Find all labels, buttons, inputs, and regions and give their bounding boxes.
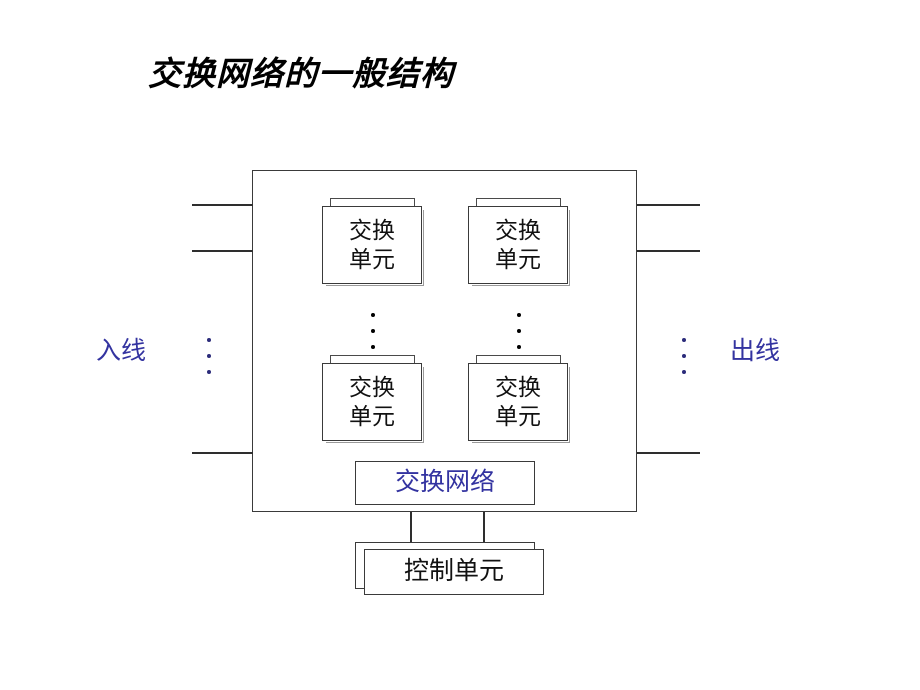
output-line-2	[637, 250, 700, 252]
input-line-2	[192, 250, 253, 252]
switching-network-label: 交换网络	[394, 469, 495, 496]
switch-unit-face: 交换 单元	[322, 206, 424, 286]
output-line-3	[637, 452, 700, 454]
output-lines-label: 出线	[730, 338, 781, 365]
switching-network-frame	[252, 170, 637, 512]
switch-unit-top-right[interactable]: 交换 单元	[468, 198, 570, 286]
switch-unit-bottom-left[interactable]: 交换 单元	[322, 355, 424, 443]
control-unit-box[interactable]: 控制单元	[355, 542, 545, 596]
input-lines-ellipsis-icon	[204, 338, 214, 374]
switch-unit-face: 交换 单元	[468, 206, 570, 286]
switch-unit-face: 交换 单元	[468, 363, 570, 443]
switch-unit-label: 交换 单元	[495, 218, 541, 272]
control-connector-right	[483, 512, 485, 542]
input-lines-label: 入线	[96, 338, 147, 365]
control-unit-label: 控制单元	[403, 558, 504, 585]
switch-unit-column-left-ellipsis-icon	[368, 313, 378, 349]
control-connector-left	[410, 512, 412, 542]
output-lines-ellipsis-icon	[679, 338, 689, 374]
switch-unit-bottom-right[interactable]: 交换 单元	[468, 355, 570, 443]
input-line-1	[192, 204, 253, 206]
switch-unit-face: 交换 单元	[322, 363, 424, 443]
switch-unit-top-left[interactable]: 交换 单元	[322, 198, 424, 286]
input-line-3	[192, 452, 253, 454]
switch-unit-column-right-ellipsis-icon	[514, 313, 524, 349]
control-unit-face: 控制单元	[364, 549, 544, 595]
switch-unit-label: 交换 单元	[495, 375, 541, 429]
switching-network-caption-box[interactable]: 交换网络	[355, 461, 535, 505]
output-line-1	[637, 204, 700, 206]
page-title: 交换网络的一般结构	[148, 57, 454, 93]
switch-unit-label: 交换 单元	[349, 375, 395, 429]
switch-unit-label: 交换 单元	[349, 218, 395, 272]
